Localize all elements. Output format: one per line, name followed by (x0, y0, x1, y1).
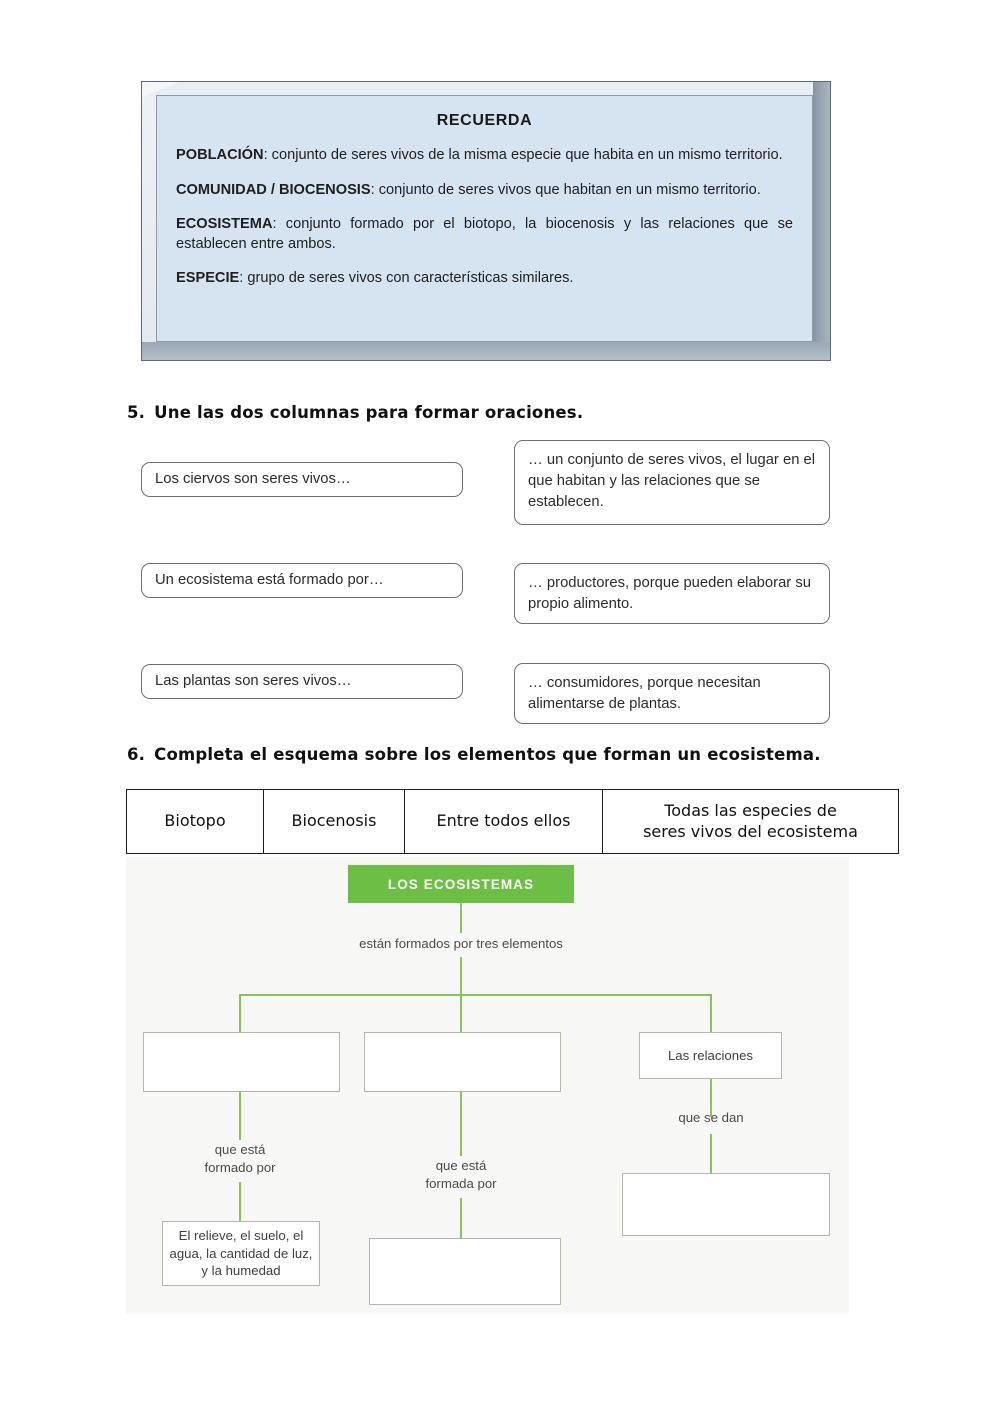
question-6-title: Completa el esquema sobre los elementos … (154, 745, 821, 764)
map-branch-1-connector-label: que está formado por (204, 1142, 276, 1175)
match-right-item-2[interactable]: … productores, porque pueden elaborar su… (514, 563, 830, 624)
recuerda-title: RECUERDA (436, 112, 533, 129)
recuerda-entry-comunidad: COMUNIDAD / BIOCENOSIS: conjunto de sere… (176, 181, 793, 201)
map-branch-3-box-relaciones: Las relaciones (639, 1032, 782, 1079)
recuerda-entry-ecosistema: ECOSISTEMA: conjunto formado por el biot… (176, 215, 793, 254)
connector-root-to-bus (460, 957, 462, 995)
connector-branch-1-to-child (239, 1182, 241, 1222)
question-5-title: Une las dos columnas para formar oracion… (154, 403, 584, 422)
word-bank-table: Biotopo Biocenosis Entre todos ellos Tod… (126, 789, 899, 854)
question-6-number: 6. (127, 745, 146, 764)
word-bank-cell-biocenosis[interactable]: Biocenosis (263, 789, 405, 854)
word-bank-cell-biotopo[interactable]: Biotopo (126, 789, 264, 854)
connector-branch-1-to-label (239, 1092, 241, 1140)
connector-branch-2-to-child (460, 1198, 462, 1239)
bevel-shadow-bottom (142, 342, 830, 360)
word-bank-cell-todas-las-especies[interactable]: Todas las especies de seres vivos del ec… (602, 789, 899, 854)
question-5-heading: 5. Une las dos columnas para formar oraci… (127, 403, 583, 422)
connector-branch-3-to-child (710, 1134, 712, 1174)
question-6-heading: 6. Completa el esquema sobre los elemento… (127, 745, 821, 764)
term-definition: : grupo de seres vivos con característic… (239, 270, 574, 287)
bevel-shadow-right (813, 82, 830, 360)
match-left-item-2[interactable]: Un ecosistema está formado por… (141, 563, 463, 598)
term-definition: : conjunto de seres vivos que habitan en… (370, 181, 761, 198)
ecosystem-concept-map: LOS ECOSISTEMAS están formados por tres … (126, 857, 849, 1314)
table-row: Biotopo Biocenosis Entre todos ellos Tod… (126, 789, 899, 854)
connector-bus-horizontal (239, 994, 711, 996)
match-left-item-3[interactable]: Las plantas son seres vivos… (141, 664, 463, 699)
word-bank-cell-entre-todos-ellos[interactable]: Entre todos ellos (404, 789, 603, 854)
map-branch-2-child-box-blank[interactable] (369, 1238, 561, 1305)
match-left-item-1[interactable]: Los ciervos son seres vivos… (141, 462, 463, 497)
map-root-label: están formados por tres elementos (359, 936, 563, 951)
term-label: COMUNIDAD / BIOCENOSIS (176, 181, 371, 198)
connector-bus-drop-center (460, 994, 462, 1033)
recuerda-content: RECUERDA POBLACIÓN: conjunto de seres vi… (156, 95, 813, 342)
map-branch-3-connector-label: que se dan (678, 1110, 744, 1125)
map-header-los-ecosistemas: LOS ECOSISTEMAS (348, 865, 574, 903)
term-label: ESPECIE (176, 270, 240, 287)
map-branch-1-child-box: El relieve, el suelo, el agua, la cantid… (162, 1221, 320, 1286)
recuerda-entry-poblacion: POBLACIÓN: conjunto de seres vivos de la… (176, 146, 793, 166)
term-label: POBLACIÓN (176, 147, 264, 163)
term-definition: : conjunto de seres vivos de la misma es… (263, 147, 783, 163)
term-label: ECOSISTEMA (176, 216, 273, 233)
match-right-item-3[interactable]: … consumidores, porque necesitan aliment… (514, 663, 830, 724)
connector-bus-drop-left (239, 994, 241, 1033)
question-5-number: 5. (127, 403, 146, 422)
recuerda-panel: RECUERDA POBLACIÓN: conjunto de seres vi… (141, 81, 831, 361)
match-right-item-1[interactable]: … un conjunto de seres vivos, el lugar e… (514, 440, 830, 525)
map-branch-2-connector-label: que está formada por (425, 1158, 497, 1191)
connector-bus-drop-right (710, 994, 712, 1033)
connector-branch-3-to-label (710, 1079, 712, 1117)
map-branch-1-box-blank[interactable] (143, 1032, 340, 1092)
connector-branch-2-to-label (460, 1092, 462, 1156)
term-definition: : conjunto formado por el biotopo, la bi… (176, 216, 793, 252)
map-branch-3-child-box-blank[interactable] (622, 1173, 830, 1236)
connector-header-to-root (460, 903, 462, 933)
map-branch-2-box-blank[interactable] (364, 1032, 561, 1092)
recuerda-entry-especie: ESPECIE: grupo de seres vivos con caract… (176, 269, 793, 289)
